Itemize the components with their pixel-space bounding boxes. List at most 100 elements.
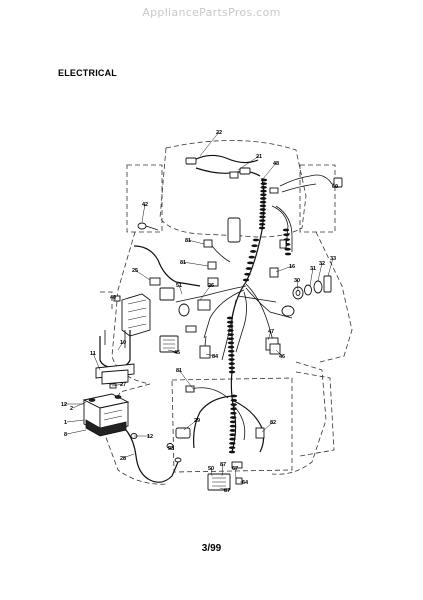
harness-coil bbox=[229, 433, 236, 437]
callout-16: 16 bbox=[289, 264, 295, 270]
callout-leader bbox=[178, 284, 183, 295]
callout-leader bbox=[275, 349, 283, 357]
callout-45: 45 bbox=[174, 350, 180, 356]
callout-53: 53 bbox=[168, 446, 174, 452]
callout-27: 27 bbox=[120, 382, 126, 388]
harness-coil bbox=[229, 437, 236, 441]
battery-hold-down bbox=[95, 363, 135, 389]
harness-coil bbox=[260, 193, 267, 197]
harness-coil bbox=[226, 320, 234, 324]
harness-coil bbox=[227, 329, 234, 332]
callout-51: 51 bbox=[176, 283, 182, 289]
callout-81: 81 bbox=[176, 368, 182, 374]
harness-coil bbox=[228, 349, 235, 353]
harness-coil bbox=[227, 324, 234, 328]
harness-coil bbox=[259, 219, 266, 223]
harness-coil bbox=[282, 228, 290, 232]
callout-leader bbox=[187, 239, 205, 245]
headlight-harness bbox=[269, 174, 343, 194]
callout-26: 26 bbox=[208, 283, 214, 289]
callout-leader bbox=[66, 429, 87, 435]
callout-2: 2 bbox=[70, 406, 73, 412]
callout-33: 33 bbox=[330, 256, 336, 262]
harness-coil bbox=[258, 226, 266, 230]
tractor-outline bbox=[100, 140, 353, 485]
callout-25: 25 bbox=[132, 268, 138, 274]
callout-50: 50 bbox=[208, 466, 214, 472]
bottom-module bbox=[166, 443, 243, 491]
harness-coil bbox=[228, 450, 236, 454]
harness-coil bbox=[260, 178, 268, 182]
harness-coil bbox=[230, 407, 237, 411]
module-47-46 bbox=[265, 337, 281, 355]
callout-81: 81 bbox=[185, 238, 191, 244]
callout-leader bbox=[167, 349, 178, 353]
callout-leader bbox=[205, 353, 216, 357]
callout-leader bbox=[210, 467, 213, 477]
harness-coil bbox=[228, 358, 235, 361]
harness-coil bbox=[242, 278, 250, 282]
harness-coil bbox=[229, 441, 236, 445]
harness-coil bbox=[248, 255, 255, 259]
harness-coil bbox=[259, 208, 266, 211]
callout-87: 87 bbox=[224, 488, 230, 494]
harness-coil bbox=[230, 416, 237, 419]
callout-leader bbox=[66, 419, 85, 423]
section-title: ELECTRICAL bbox=[58, 68, 117, 78]
callout-46: 46 bbox=[279, 354, 285, 360]
callout-leader bbox=[182, 261, 209, 267]
solenoid-module bbox=[113, 293, 151, 337]
harness-coil bbox=[228, 370, 236, 374]
callout-84: 84 bbox=[212, 354, 219, 360]
harness-coil bbox=[284, 252, 292, 256]
callout-31: 31 bbox=[310, 266, 316, 272]
watermark: AppliancePartsPros.com bbox=[142, 6, 281, 19]
callout-60: 60 bbox=[332, 184, 338, 190]
harness-coil bbox=[252, 238, 260, 242]
harness-coil bbox=[259, 204, 267, 208]
callout-leader bbox=[296, 279, 299, 291]
battery-cables bbox=[99, 330, 131, 369]
callout-leader bbox=[169, 445, 172, 449]
callout-29: 29 bbox=[194, 418, 200, 424]
callout-leader bbox=[275, 265, 293, 273]
right-connectors bbox=[227, 205, 293, 278]
callout-leader bbox=[267, 330, 272, 341]
callout-leader bbox=[317, 262, 323, 282]
page-number: 3/99 bbox=[201, 543, 222, 554]
lower-harness bbox=[175, 385, 265, 453]
callout-12: 12 bbox=[147, 434, 153, 440]
callout-22: 22 bbox=[216, 130, 222, 136]
battery bbox=[82, 393, 130, 437]
harness-coil bbox=[260, 185, 267, 189]
fuse-relay-modules bbox=[159, 277, 219, 333]
callout-48: 48 bbox=[273, 161, 279, 167]
callout-28: 28 bbox=[120, 456, 126, 462]
callout-49: 49 bbox=[110, 295, 116, 301]
callout-leader bbox=[237, 155, 260, 171]
callout-leader bbox=[327, 257, 334, 277]
callout-leader bbox=[199, 131, 220, 157]
harness-coil bbox=[228, 366, 236, 370]
callout-10: 10 bbox=[120, 340, 126, 346]
callout-32: 32 bbox=[319, 261, 325, 267]
harness-coil bbox=[259, 211, 266, 215]
callout-leader bbox=[117, 341, 124, 351]
harness-coil bbox=[228, 362, 235, 366]
callout-82: 82 bbox=[270, 420, 276, 426]
harness-coil bbox=[227, 341, 235, 345]
callout-87: 87 bbox=[220, 462, 226, 468]
callout-64: 64 bbox=[242, 480, 249, 486]
callout-leader bbox=[261, 162, 277, 181]
callout-leader bbox=[72, 401, 87, 409]
harness-coil bbox=[244, 272, 251, 276]
ignition-switch-parts bbox=[281, 275, 332, 317]
callout-leader bbox=[112, 296, 117, 301]
callout-leader bbox=[309, 267, 314, 287]
harness-coil bbox=[227, 345, 235, 349]
harness-coil bbox=[229, 429, 236, 432]
harness-coil bbox=[259, 215, 266, 219]
harness-coil bbox=[226, 316, 234, 320]
